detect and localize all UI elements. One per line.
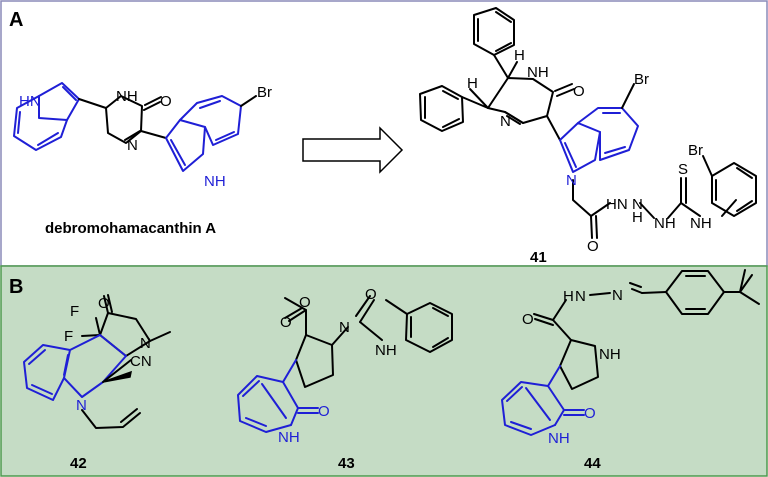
atom-hn-41-a: HN bbox=[606, 196, 628, 213]
panel-b-letter: B bbox=[9, 276, 23, 298]
atom-o-43-urea: O bbox=[365, 286, 377, 303]
atom-n-41-b: N bbox=[632, 196, 643, 213]
atom-s-41: S bbox=[678, 161, 688, 178]
atom-o-42: O bbox=[98, 295, 110, 312]
atom-n-44-a: N bbox=[575, 288, 586, 305]
atom-h-41-b: H bbox=[632, 209, 643, 226]
atom-n-42-indoline: N bbox=[76, 397, 87, 414]
structure-43 bbox=[237, 295, 453, 433]
atom-o-pyrazinone: O bbox=[160, 93, 172, 110]
label-43: 43 bbox=[338, 455, 355, 472]
panel-a-letter: A bbox=[9, 9, 23, 31]
structure-41 bbox=[419, 7, 757, 239]
atom-h-44: H bbox=[563, 288, 574, 305]
atom-n-44-b: N bbox=[612, 287, 623, 304]
label-41: 41 bbox=[530, 249, 547, 266]
label-44: 44 bbox=[584, 455, 601, 472]
atom-n-43: N bbox=[339, 319, 350, 336]
atom-nh-44-oxindole: NH bbox=[548, 430, 570, 447]
structure-debromohamacanthin-a bbox=[13, 82, 257, 172]
atom-f-42-a: F bbox=[70, 303, 79, 320]
atom-nh-indole-right: NH bbox=[204, 173, 226, 190]
atom-nh-41: NH bbox=[527, 64, 549, 81]
atom-o-43-ester: O bbox=[280, 314, 292, 331]
atom-nh-41-c: NH bbox=[654, 215, 676, 232]
atom-h-41-lower: H bbox=[467, 75, 478, 92]
panel-b bbox=[0, 265, 768, 477]
atom-o-44: O bbox=[522, 311, 534, 328]
atom-f-42-b: F bbox=[64, 328, 73, 345]
label-42: 42 bbox=[70, 455, 87, 472]
label-debromohamacanthin-a: debromohamacanthin A bbox=[45, 220, 216, 237]
atom-nh-44: NH bbox=[599, 346, 621, 363]
atom-n-42: N bbox=[140, 335, 151, 352]
atom-o-43-carbonyl: O bbox=[299, 294, 311, 311]
atom-cn-42: CN bbox=[130, 353, 152, 370]
atom-n-41: N bbox=[500, 113, 511, 130]
atom-hn-indole-left: HN bbox=[19, 93, 41, 110]
atom-o-44-oxindole: O bbox=[584, 405, 596, 422]
atom-nh-pyrazinone: NH bbox=[116, 88, 138, 105]
atom-n-41-indole: N bbox=[566, 172, 577, 189]
atom-h-41-upper: H bbox=[514, 47, 525, 64]
structure-44 bbox=[501, 269, 760, 436]
atom-o-41-amide: O bbox=[587, 238, 599, 255]
atom-o-43-oxindole: O bbox=[318, 403, 330, 420]
atom-nh-41-d: NH bbox=[690, 215, 712, 232]
atom-br-41-indole: Br bbox=[634, 71, 649, 88]
structure-42 bbox=[23, 294, 171, 429]
atom-n-pyrazinone: N bbox=[127, 137, 138, 154]
atom-o-41: O bbox=[573, 83, 585, 100]
atom-br-indole: Br bbox=[257, 84, 272, 101]
retrosynthesis-arrow bbox=[302, 126, 404, 174]
atom-nh-43-oxindole: NH bbox=[278, 429, 300, 446]
atom-nh-43: NH bbox=[375, 342, 397, 359]
atom-br-41-phenyl: Br bbox=[688, 142, 703, 159]
